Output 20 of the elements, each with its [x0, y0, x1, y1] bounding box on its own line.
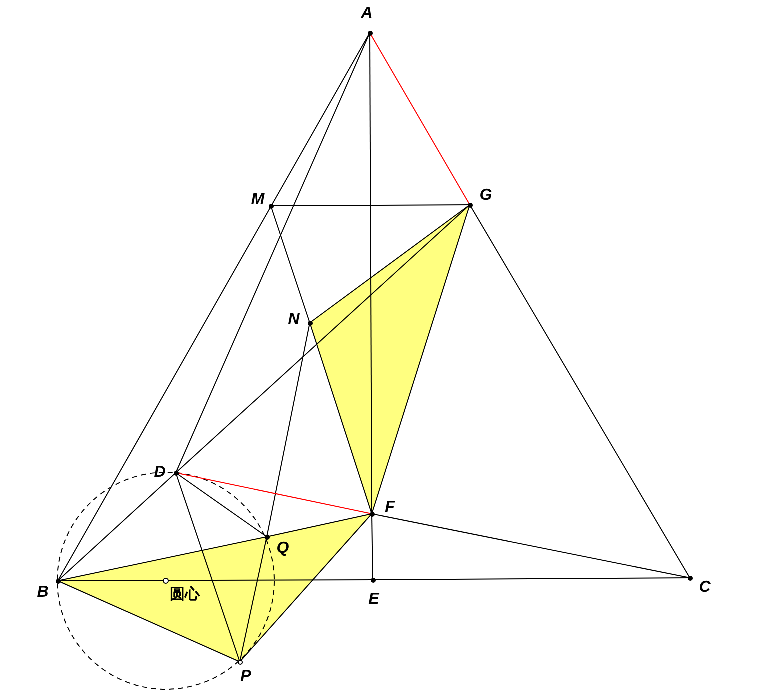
- point-label: C: [699, 579, 711, 597]
- point-label: A: [361, 5, 373, 23]
- line-segment: [310, 204, 470, 324]
- line-segment: [58, 472, 176, 582]
- line-segment: [58, 32, 370, 582]
- point-label: G: [480, 187, 492, 205]
- point-label: B: [37, 584, 49, 602]
- line-segment: [176, 32, 370, 474]
- point-label: E: [368, 591, 380, 609]
- line-segment: [176, 204, 470, 474]
- point-label: F: [385, 499, 395, 517]
- point-label: Q: [276, 540, 290, 558]
- point-label: N: [288, 311, 300, 329]
- line-segment: [176, 472, 268, 538]
- point-label: M: [251, 191, 265, 209]
- point-label: 圆心: [170, 585, 200, 603]
- point-label: D: [154, 464, 166, 482]
- point-label: P: [240, 668, 252, 686]
- line-segment: [240, 514, 372, 662]
- line-segment: [372, 204, 470, 514]
